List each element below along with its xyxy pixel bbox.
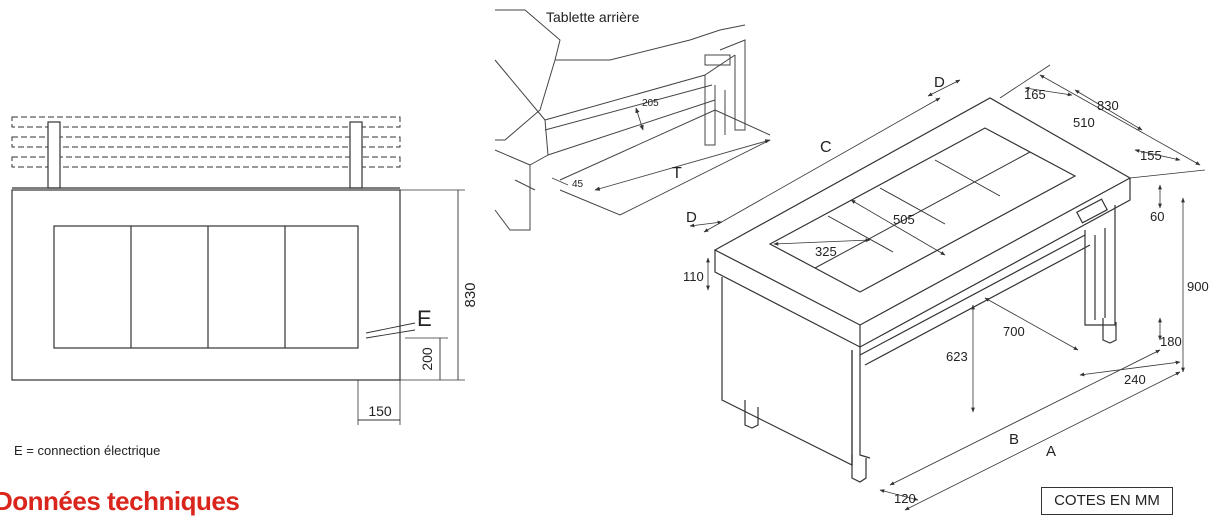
iso-dim-155: 155 xyxy=(1140,148,1162,163)
iso-dim-700: 700 xyxy=(1003,324,1025,339)
section-heading: Données techniques xyxy=(0,486,240,516)
plan-dim-150: 150 xyxy=(368,403,392,419)
inset-dim-t: T xyxy=(672,165,682,182)
iso-label-c: C xyxy=(820,139,832,156)
iso-label-d-top: D xyxy=(934,74,945,91)
iso-dim-165: 165 xyxy=(1024,87,1046,102)
plan-body-outline xyxy=(11,189,401,381)
socket-marker-e: E xyxy=(417,306,432,331)
iso-dim-505: 505 xyxy=(893,212,915,227)
iso-label-a: A xyxy=(1046,443,1056,460)
iso-dim-623: 623 xyxy=(946,349,968,364)
iso-dim-325: 325 xyxy=(815,244,837,259)
iso-dim-830: 830 xyxy=(1097,98,1119,113)
units-box: COTES EN MM xyxy=(1041,487,1173,515)
legend-text: E = connection électrique xyxy=(14,443,161,458)
iso-dim-60: 60 xyxy=(1150,209,1164,224)
iso-dim-180: 180 xyxy=(1160,334,1182,349)
iso-dimensions xyxy=(689,64,1206,511)
plan-wells xyxy=(53,225,359,349)
iso-dim-240: 240 xyxy=(1124,372,1146,387)
plan-view xyxy=(11,116,465,425)
iso-dim-110: 110 xyxy=(683,269,704,284)
plan-dim-200: 200 xyxy=(419,347,435,371)
isometric-view xyxy=(713,97,1132,483)
inset-dim-45: 45 xyxy=(572,179,584,190)
inset-dim-205: 205 xyxy=(642,98,659,109)
iso-dim-510: 510 xyxy=(1073,115,1095,130)
iso-dim-120: 120 xyxy=(894,491,916,506)
inset-title: Tablette arrière xyxy=(546,9,640,25)
plan-dim-830: 830 xyxy=(462,282,479,307)
inset-shelf-view xyxy=(494,9,771,231)
iso-label-d-side: D xyxy=(686,209,697,226)
iso-dim-900: 900 xyxy=(1187,279,1209,294)
iso-label-b: B xyxy=(1009,431,1019,448)
